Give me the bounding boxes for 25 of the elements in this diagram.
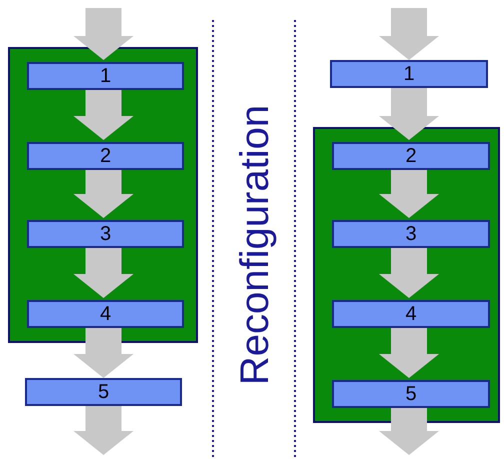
arrow <box>379 8 439 60</box>
step-box: 5 <box>332 380 490 408</box>
arrow <box>379 168 439 218</box>
step-box: 2 <box>332 142 490 170</box>
arrow <box>74 8 134 60</box>
step-box: 3 <box>27 220 184 248</box>
group-panel <box>313 127 500 423</box>
arrow <box>379 326 439 378</box>
step-box: 4 <box>27 300 184 328</box>
step-box: 4 <box>332 300 490 328</box>
step-box: 1 <box>27 62 184 90</box>
step-box: 2 <box>27 142 184 170</box>
arrow <box>74 326 134 378</box>
group-panel <box>8 47 198 343</box>
arrow <box>379 88 439 140</box>
arrow <box>74 168 134 218</box>
step-box: 5 <box>25 378 182 406</box>
vertical-label: Reconfiguration <box>235 104 275 386</box>
step-box: 3 <box>332 220 490 248</box>
arrow <box>379 246 439 298</box>
arrow <box>74 406 134 455</box>
arrow <box>74 246 134 298</box>
step-box: 1 <box>330 60 488 88</box>
arrow <box>379 406 439 455</box>
arrow <box>74 88 134 140</box>
